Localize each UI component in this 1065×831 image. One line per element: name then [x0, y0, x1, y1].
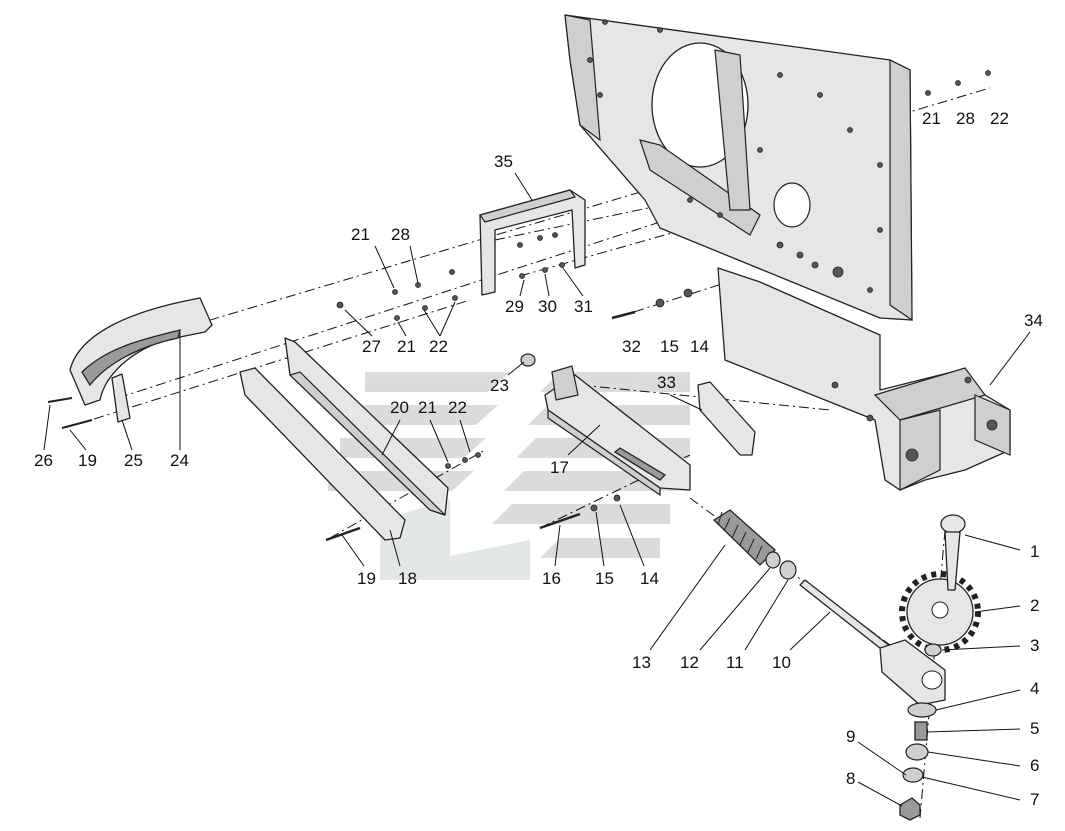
part-35-u-bracket [479, 189, 586, 296]
callout-20: 20 [390, 398, 409, 417]
part-8-nut [899, 797, 921, 821]
callout-3: 3 [1030, 636, 1039, 655]
main-housing-frame [564, 14, 913, 322]
part-10-rod [799, 579, 896, 657]
callout-21-middle: 21 [418, 398, 437, 417]
part-20-rail [284, 337, 449, 516]
part-25-plate [111, 373, 131, 423]
part-34-bracket [717, 267, 1011, 491]
part-24-guard [69, 297, 213, 406]
callout-10: 10 [772, 653, 791, 672]
part-4-washer [907, 702, 937, 718]
callout-15-upper: 15 [660, 337, 679, 356]
callout-27: 27 [362, 337, 381, 356]
callout-22-middle: 22 [448, 398, 467, 417]
callout-6: 6 [1030, 756, 1039, 775]
callout-21-top: 21 [351, 225, 370, 244]
tensioner-arm [879, 639, 946, 706]
callout-13: 13 [632, 653, 651, 672]
callout-33: 33 [657, 373, 676, 392]
housing-bolt-holes [587, 19, 883, 293]
callout-35: 35 [494, 152, 513, 171]
part-11-nut [779, 560, 797, 580]
part-13-spring [712, 509, 776, 566]
part-5-spacer [914, 721, 928, 741]
callout-14-upper: 14 [690, 337, 709, 356]
callout-11: 11 [726, 653, 744, 672]
callout-18: 18 [398, 569, 417, 588]
leader-lines [43, 172, 1031, 807]
callout-24: 24 [170, 451, 189, 470]
callout-25: 25 [124, 451, 143, 470]
callout-4: 4 [1030, 679, 1039, 698]
part-1-pin [940, 514, 966, 591]
callout-5: 5 [1030, 719, 1039, 738]
part-18-rail [239, 367, 406, 541]
callout-labels: 1 2 3 4 5 6 7 8 9 10 11 12 13 14 15 16 1… [34, 109, 1043, 809]
callout-28-top: 28 [391, 225, 410, 244]
callout-30: 30 [538, 297, 557, 316]
part-7-washer [902, 767, 924, 783]
callout-29: 29 [505, 297, 524, 316]
callout-19-lower: 19 [357, 569, 376, 588]
callout-23: 23 [490, 376, 509, 395]
callout-16: 16 [542, 569, 561, 588]
callout-34: 34 [1024, 311, 1043, 330]
part-33-plate [697, 381, 756, 456]
callout-1: 1 [1030, 542, 1039, 561]
callout-19-left: 19 [78, 451, 97, 470]
part-12-washer [765, 551, 781, 569]
fasteners [47, 70, 991, 542]
callout-28-right: 28 [956, 109, 975, 128]
callout-21-right: 21 [922, 109, 941, 128]
callout-32: 32 [622, 337, 641, 356]
callout-31: 31 [574, 297, 593, 316]
callout-8: 8 [846, 769, 855, 788]
callout-22-left: 22 [429, 337, 448, 356]
part-6-washer [905, 743, 929, 761]
callout-17: 17 [550, 458, 569, 477]
part-2-sprocket [899, 571, 981, 653]
callout-21-left: 21 [397, 337, 416, 356]
part-3-bushing [924, 643, 942, 657]
callout-14-lower: 14 [640, 569, 659, 588]
callout-26: 26 [34, 451, 53, 470]
part-17-slide [544, 365, 691, 497]
callout-2: 2 [1030, 596, 1039, 615]
callout-15-lower: 15 [595, 569, 614, 588]
callout-22-right: 22 [990, 109, 1009, 128]
callout-9: 9 [846, 727, 855, 746]
callout-12: 12 [680, 653, 699, 672]
callout-7: 7 [1030, 790, 1039, 809]
